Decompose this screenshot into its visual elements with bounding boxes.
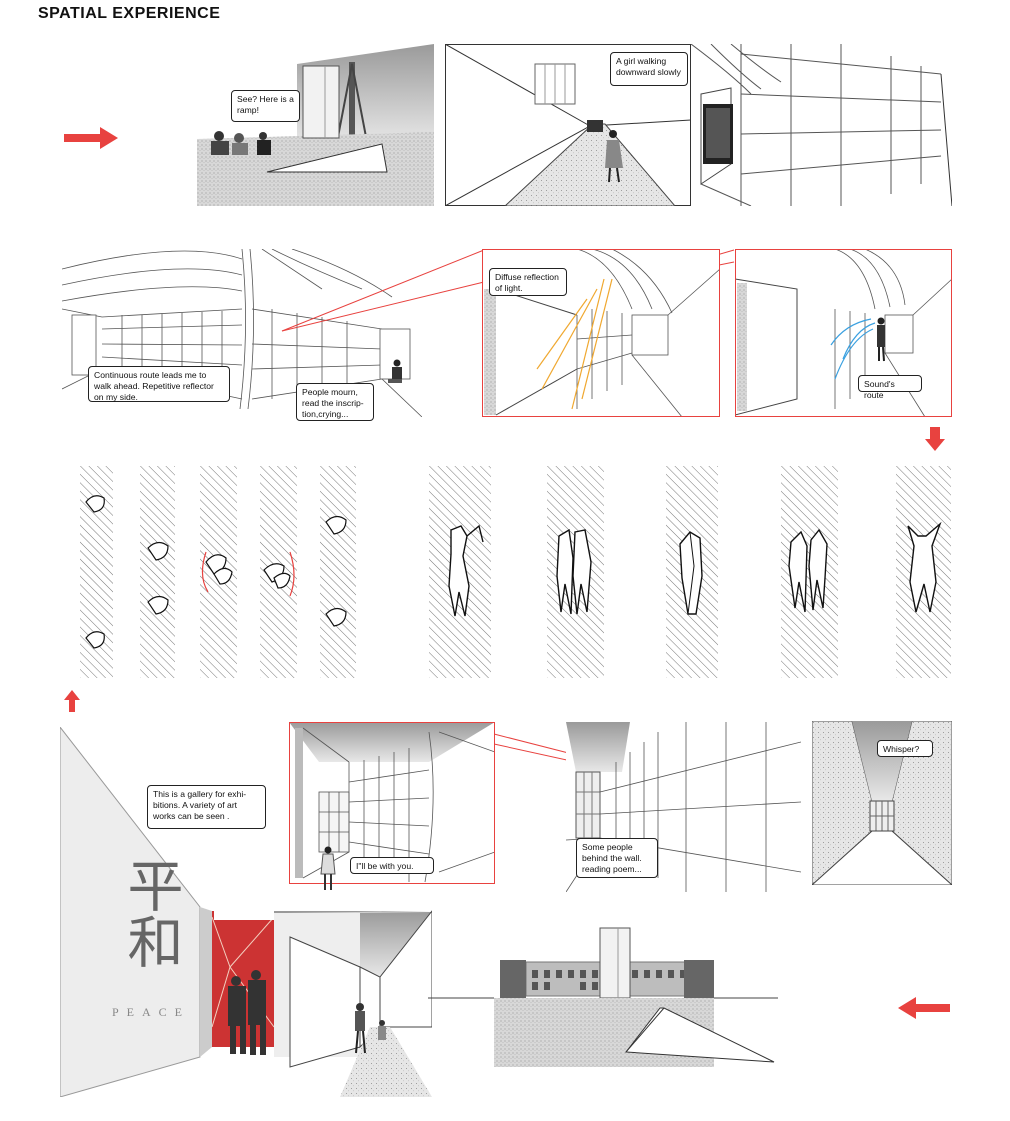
figure-strip-2: [547, 466, 604, 678]
route-bubble: Continuous route leads me to walk ahead.…: [88, 366, 230, 402]
plan-strip-4: [260, 466, 297, 678]
figure-strip-4: [781, 466, 838, 678]
whisper-bubble: Whisper?: [877, 740, 933, 757]
mourn-bubble: People mourn, read the inscrip-tion,cryi…: [296, 383, 374, 421]
ramp-photo-panel: [197, 44, 434, 206]
gallery-bubble: This is a gallery for exhi-bitions. A va…: [147, 785, 266, 829]
figure-strip-3: [666, 466, 718, 678]
plan-strip-1: [80, 466, 113, 678]
tunnel-perspective-panel: [691, 44, 952, 206]
girl-bubble: A girl walking downward slowly: [610, 52, 688, 86]
ramp-bubble: See? Here is a ramp!: [231, 90, 300, 122]
plan-strip-3: [200, 466, 237, 678]
inscription-chars: 平和: [118, 857, 183, 969]
arrow-up-icon: [64, 690, 80, 712]
visitor-figure: [320, 846, 336, 890]
sound-bubble: Sound's route: [858, 375, 922, 400]
plan-strip-5: [320, 466, 356, 678]
arrow-down-icon: [925, 427, 945, 451]
withyou-bubble: I"ll be with you.: [350, 857, 434, 874]
inscription-word: PEACE: [112, 1005, 191, 1019]
arrow-left-icon: [898, 997, 950, 1019]
figure-strip-5: [896, 466, 951, 678]
sound-route-panel: [735, 249, 952, 417]
diffuse-bubble: Diffuse reflection of light.: [489, 268, 567, 296]
figure-strip-1: [429, 466, 491, 678]
peace-wall-panel: 平和 PEACE: [60, 727, 432, 1097]
arrow-right-icon: [64, 127, 118, 149]
entrance-photo-panel: [428, 912, 778, 1097]
plan-strip-2: [140, 466, 175, 678]
poem-bubble: Some people behind the wall. reading poe…: [576, 838, 658, 878]
page-title: SPATIAL EXPERIENCE: [38, 5, 221, 22]
